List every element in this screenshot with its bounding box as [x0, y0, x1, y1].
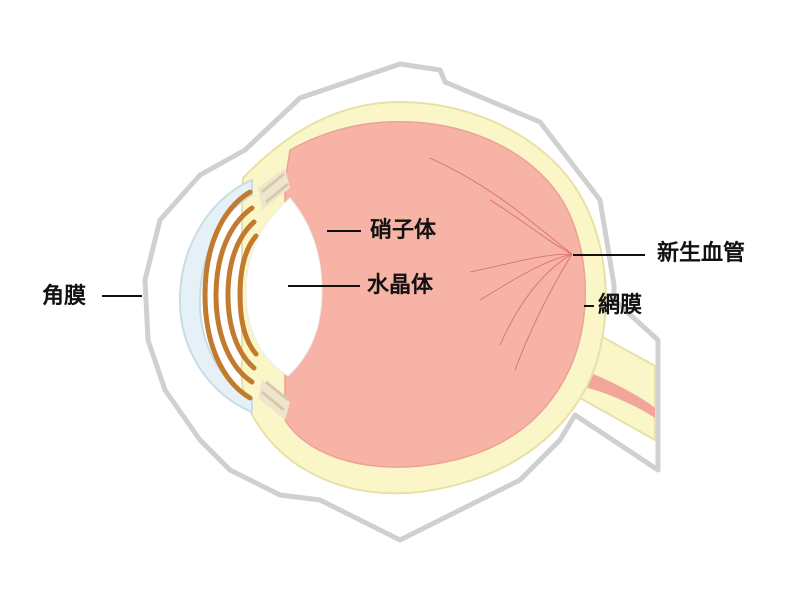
vitreous-label: 硝子体: [370, 218, 437, 243]
new-vessels-leader-line: [573, 254, 645, 256]
lens-leader-line: [288, 285, 360, 287]
cornea-label: 角膜: [42, 284, 87, 309]
cornea-leader-line: [102, 295, 142, 297]
vitreous-leader-line: [327, 230, 361, 232]
iris: [202, 189, 259, 401]
retina-leader-line: [584, 305, 594, 307]
outer-outline: [142, 61, 661, 543]
vitreous-body: [284, 120, 586, 468]
ciliary-body: [258, 168, 290, 420]
lens-label: 水晶体: [367, 273, 434, 298]
lens-shape: [245, 197, 323, 377]
new-vessels-label: 新生血管: [657, 241, 746, 266]
new-vessels: [429, 157, 573, 371]
retina-label: 網膜: [598, 293, 643, 318]
optic-nerve-core: [580, 370, 655, 418]
